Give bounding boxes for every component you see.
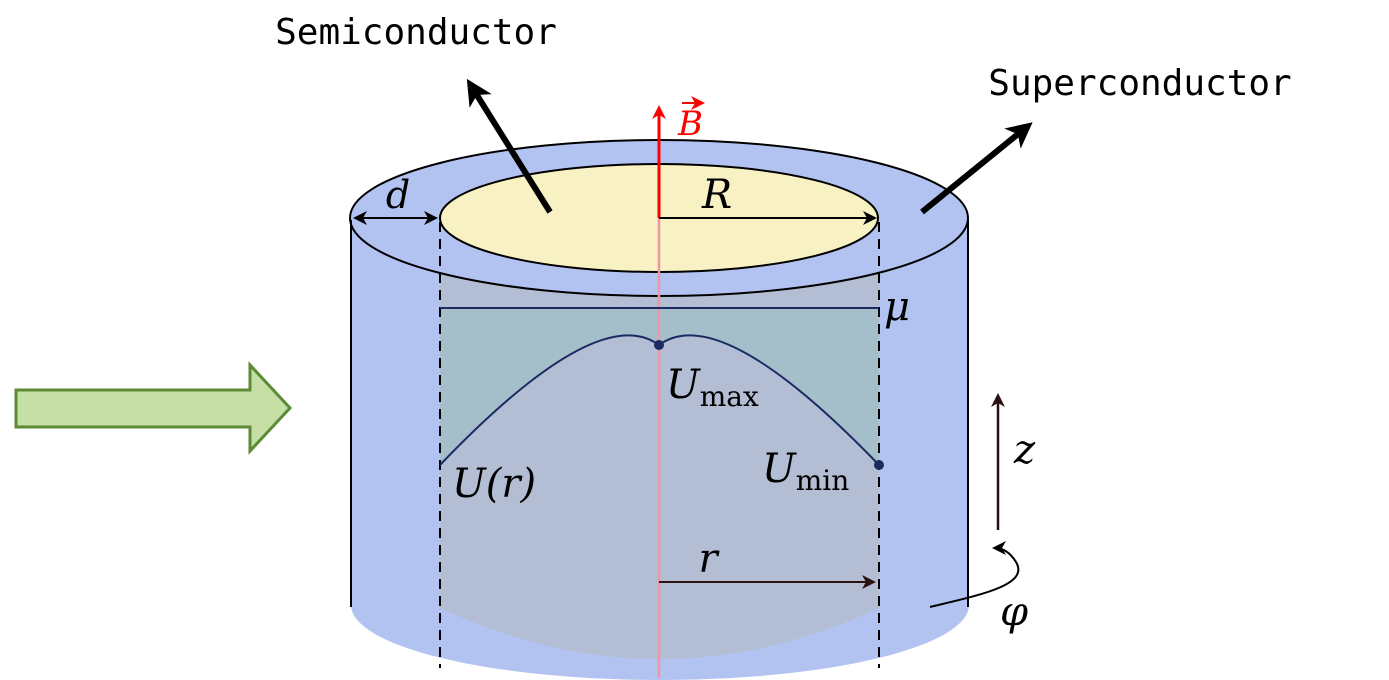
umin-label-base: U [762, 446, 797, 492]
shell-thickness-label: d [386, 173, 410, 217]
azimuthal-coordinate-label: φ [1000, 589, 1028, 635]
semiconductor-label: Semiconductor [275, 12, 557, 53]
chemical-potential-label: μ [884, 284, 910, 330]
superconductor-pointer-arrow [920, 122, 1033, 215]
umax-point [654, 340, 664, 350]
field-label: B [677, 104, 703, 144]
superconductor-label: Superconductor [988, 63, 1291, 104]
input-arrow [14, 361, 293, 455]
axial-coordinate-label: z [1013, 427, 1036, 473]
semiconductor-pointer-arrow [466, 78, 553, 214]
umax-label-base: U [666, 362, 701, 408]
umax-label: Umax [666, 362, 759, 413]
potential-band [440, 308, 879, 465]
core-radius-label: R [701, 172, 732, 218]
umin-label-sub: min [796, 464, 850, 497]
umax-label-sub: max [700, 380, 759, 413]
radial-coordinate-label: r [698, 536, 720, 582]
phi-rotation-arrow [929, 541, 1020, 608]
umin-label: Umin [762, 446, 849, 497]
potential-profile-label: U(r) [452, 461, 536, 507]
umin-point [874, 460, 884, 470]
